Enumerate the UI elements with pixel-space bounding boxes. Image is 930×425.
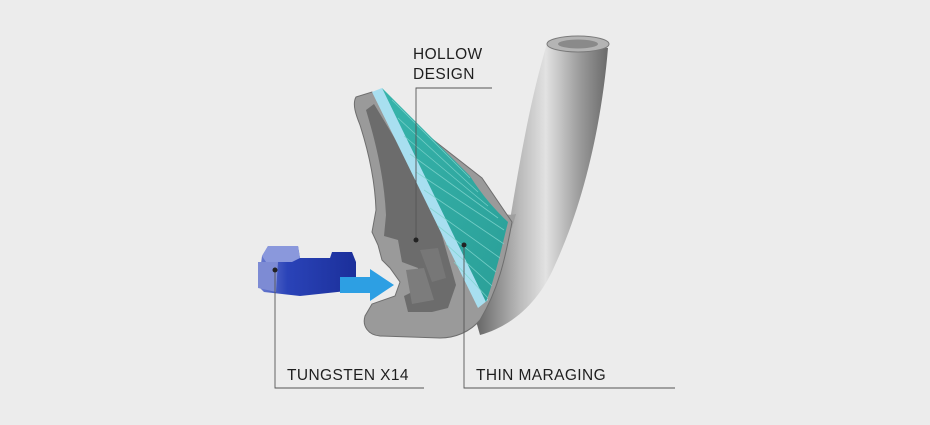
maraging-dot <box>461 242 467 248</box>
maraging-face-insert <box>372 88 508 308</box>
leader-lines <box>274 87 675 389</box>
tungsten-dot <box>272 267 278 273</box>
hollow-label-line1: HOLLOW <box>413 46 483 63</box>
tungsten-weight <box>258 246 356 296</box>
tungsten-label: TUNGSTEN X14 <box>287 367 409 384</box>
hollow-dot <box>413 237 419 243</box>
insert-arrow <box>340 269 394 301</box>
maraging-label: THIN MARAGING <box>476 367 606 384</box>
hollow-label-line2: DESIGN <box>413 66 475 83</box>
